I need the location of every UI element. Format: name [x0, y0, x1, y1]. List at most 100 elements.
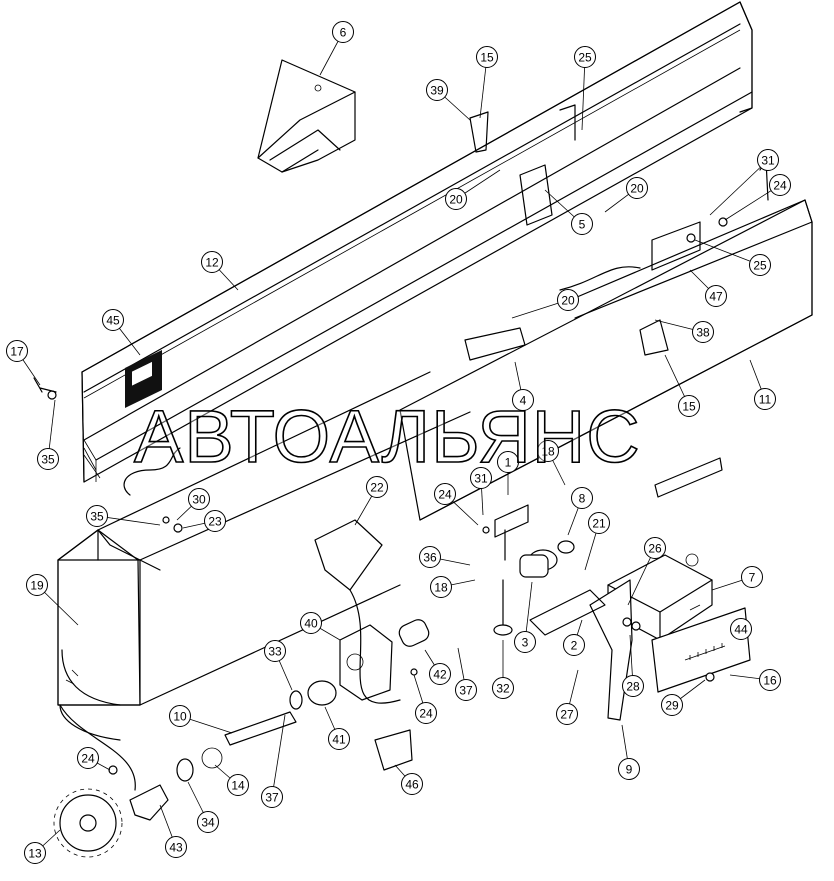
- callout-bubble: [86, 505, 108, 527]
- callout-label: 31: [474, 472, 488, 486]
- callout-label: 5: [579, 218, 586, 232]
- callout-bubble: [571, 487, 593, 509]
- callout-label: 15: [480, 51, 494, 65]
- callout-15: 15: [476, 46, 498, 68]
- callout-label: 24: [438, 488, 452, 502]
- callout-label: 34: [201, 816, 215, 830]
- callout-label: 28: [626, 680, 640, 694]
- callout-label: 27: [560, 708, 574, 722]
- callout-label: 23: [208, 515, 222, 529]
- callout-label: 31: [761, 154, 775, 168]
- callout-label: 10: [173, 710, 187, 724]
- callout-19: 19: [26, 574, 48, 596]
- callout-label: 40: [304, 617, 318, 631]
- callout-label: 2: [571, 639, 578, 653]
- callout-34: 34: [197, 811, 219, 833]
- callout-label: 20: [630, 182, 644, 196]
- callout-11: 11: [754, 388, 776, 410]
- callout-bubble: [644, 537, 666, 559]
- callout-25: 25: [574, 46, 596, 68]
- callout-label: 9: [626, 763, 633, 777]
- callout-label: 22: [370, 481, 384, 495]
- callout-bubble: [430, 576, 452, 598]
- shaft-components: [33, 104, 728, 858]
- callout-35: 35: [86, 505, 108, 527]
- callout-bubble: [563, 634, 585, 656]
- callout-bubble: [401, 773, 423, 795]
- callout-bubble: [497, 451, 519, 473]
- callout-label: 44: [734, 623, 748, 637]
- lower-beam: [399, 159, 813, 521]
- callout-bubble: [514, 631, 536, 653]
- callout-label: 37: [459, 684, 473, 698]
- bracket-9: [529, 579, 633, 721]
- callout-38: 38: [692, 321, 714, 343]
- callout-15: 15: [678, 395, 700, 417]
- callout-label: 4: [520, 394, 527, 408]
- callout-22: 22: [366, 476, 388, 498]
- callout-label: 26: [648, 542, 662, 556]
- callout-43: 43: [165, 836, 187, 858]
- callout-bubble: [77, 747, 99, 769]
- callout-5: 5: [571, 213, 593, 235]
- callout-16: 16: [759, 669, 781, 691]
- callout-bubble: [678, 395, 700, 417]
- watermark: АВТОАЛЬЯНС: [134, 395, 641, 478]
- callout-label: 25: [578, 51, 592, 65]
- callout-24: 24: [434, 483, 456, 505]
- callout-label: 37: [265, 791, 279, 805]
- callout-bubble: [759, 669, 781, 691]
- callout-label: 39: [430, 84, 444, 98]
- callout-bubble: [332, 21, 354, 43]
- callout-9: 9: [618, 758, 640, 780]
- callout-28: 28: [622, 675, 644, 697]
- callout-8: 8: [571, 487, 593, 509]
- callout-label: 12: [205, 256, 219, 270]
- callout-bubble: [227, 774, 249, 796]
- callout-3: 3: [514, 631, 536, 653]
- callout-bubble: [754, 388, 776, 410]
- callout-31: 31: [470, 467, 492, 489]
- callout-bubble: [434, 483, 456, 505]
- callout-39: 39: [426, 79, 448, 101]
- callout-bubble: [455, 679, 477, 701]
- callout-bubble: [571, 213, 593, 235]
- callout-bubble: [415, 702, 437, 724]
- callout-label: 13: [28, 847, 42, 861]
- callout-4: 4: [512, 389, 534, 411]
- callout-bubble: [557, 289, 579, 311]
- callout-bubble: [556, 703, 578, 725]
- callout-label: 32: [496, 682, 510, 696]
- callout-41: 41: [328, 728, 350, 750]
- callout-label: 19: [30, 579, 44, 593]
- callout-bubble: [618, 758, 640, 780]
- callout-bubble: [537, 440, 559, 462]
- callout-label: 14: [231, 779, 245, 793]
- callout-bubble: [197, 811, 219, 833]
- callout-6: 6: [332, 21, 354, 43]
- leader-line: [271, 714, 286, 798]
- callout-label: 7: [749, 571, 756, 585]
- callout-12: 12: [201, 251, 223, 273]
- callout-label: 42: [433, 668, 447, 682]
- callout-bubble: [476, 46, 498, 68]
- callout-1: 1: [497, 451, 519, 473]
- callout-label: 24: [81, 752, 95, 766]
- callout-bubble: [622, 675, 644, 697]
- callout-label: 36: [423, 551, 437, 565]
- callout-bubble: [445, 188, 467, 210]
- callout-44: 44: [730, 618, 752, 640]
- callout-bubble: [204, 510, 226, 532]
- callout-bubble: [201, 251, 223, 273]
- callout-45: 45: [102, 309, 124, 331]
- callout-40: 40: [300, 612, 322, 634]
- callout-27: 27: [556, 703, 578, 725]
- callout-bubble: [574, 46, 596, 68]
- callout-label: 3: [522, 636, 529, 650]
- callout-25: 25: [749, 254, 771, 276]
- callout-42: 42: [429, 663, 451, 685]
- callout-label: 29: [665, 699, 679, 713]
- callout-18: 18: [537, 440, 559, 462]
